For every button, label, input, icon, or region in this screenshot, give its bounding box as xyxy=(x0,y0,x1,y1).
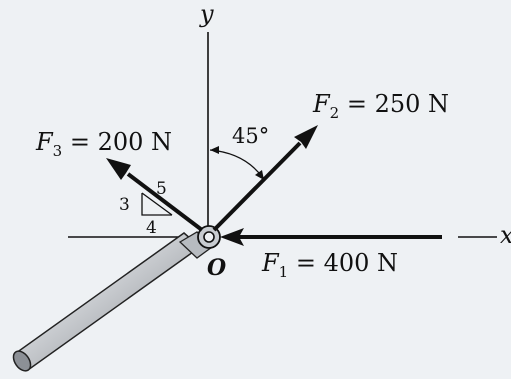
force-f2-symbol: F xyxy=(312,90,331,118)
force-f3-value: = 200 N xyxy=(62,128,172,156)
slope-rise-label: 3 xyxy=(119,195,130,215)
force-f3-subscript: 3 xyxy=(53,142,63,160)
angle-arc xyxy=(209,146,264,180)
force-f2-arrow xyxy=(212,125,318,232)
force-f1-value: = 400 N xyxy=(288,249,398,277)
force-f1-label: F1 = 400 N xyxy=(261,249,398,281)
force-f1-subscript: 1 xyxy=(279,263,289,281)
y-axis-label: y xyxy=(199,0,214,28)
force-f2-value: = 250 N xyxy=(339,90,449,118)
force-f1-symbol: F xyxy=(261,249,280,277)
force-f2-label: F2 = 250 N xyxy=(312,90,449,122)
x-axis-label: x xyxy=(500,221,511,249)
force-f1-arrow xyxy=(220,228,442,246)
angle-label: 45° xyxy=(232,124,269,148)
force-f3-label: F3 = 200 N xyxy=(35,128,172,160)
force-f3-arrow xyxy=(106,158,204,232)
pipe-icon xyxy=(12,231,213,372)
slope-run-label: 4 xyxy=(146,218,157,238)
slope-hyp-label: 5 xyxy=(156,179,167,199)
force-f2-subscript: 2 xyxy=(330,104,340,122)
force-f3-symbol: F xyxy=(35,128,54,156)
slope-triangle xyxy=(141,192,173,216)
origin-label: O xyxy=(207,255,226,281)
